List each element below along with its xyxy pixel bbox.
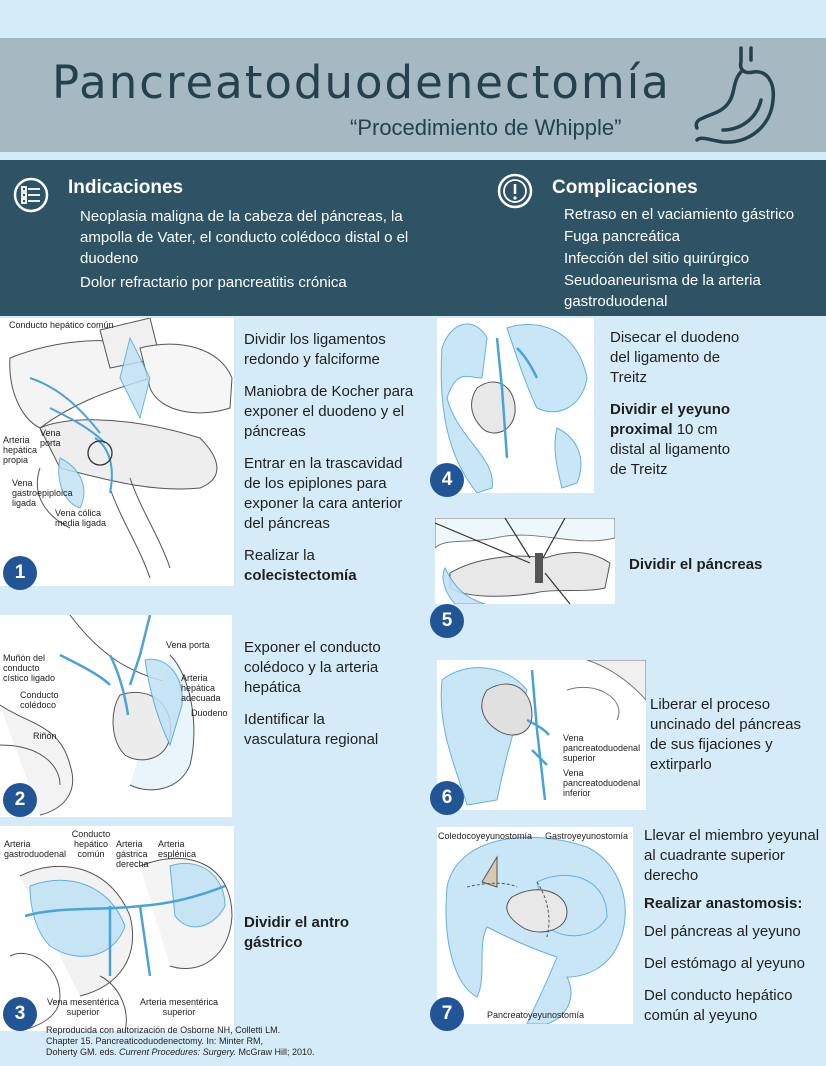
anatomy-drawing-3	[9, 857, 233, 1032]
label-arteria-hepatica: Arteria hepática propia	[3, 435, 38, 465]
step-1-line: Dividir los ligamentos redondo y falcifo…	[244, 331, 386, 368]
credit-line: Reproducida con autorización de Osborne …	[46, 1025, 281, 1035]
complication-item: Infección del sitio quirúrgico	[564, 250, 750, 267]
header-divider	[0, 152, 826, 156]
step-1-text: Dividir los ligamentos redondo y falcifo…	[244, 330, 419, 586]
credit-line: Chapter 15. Pancreaticoduodenectomy. In:…	[46, 1036, 263, 1046]
step-2-text: Exponer el conducto colédoco y la arteri…	[244, 638, 404, 762]
anatomy-drawing-2	[0, 614, 195, 816]
anatomy-drawing-6	[440, 659, 647, 806]
label-coledocoyeyunostomia: Coledocoyeyunostomía	[438, 831, 533, 841]
page-title: Pancreatoduodenectomía	[52, 56, 671, 109]
step-1-bold: colecistectomía	[244, 567, 357, 584]
complication-item: Retraso en el vaciamiento gástrico	[564, 206, 795, 223]
header-banner	[0, 38, 826, 152]
indication-item: Neoplasia maligna de la cabeza del páncr…	[80, 208, 409, 267]
step-6-illustration	[437, 659, 647, 810]
step-6-badge: 6	[430, 781, 464, 815]
label-arteria-mesenterica: Arteria mesentérica superior	[139, 997, 219, 1017]
step-7-badge: 7	[430, 997, 464, 1031]
step-7-bold: Realizar anastomosis:	[644, 895, 803, 912]
step-4-line: Disecar el duodeno del ligamento de Trei…	[610, 329, 740, 386]
complication-item: Seudoaneurisma de la arteria gastroduode…	[564, 272, 761, 310]
label-arteria-gastroduodenal: Arteria gastroduodenal	[4, 839, 67, 859]
step-3-bold: Dividir el antro gástrico	[244, 914, 350, 951]
label-vena-mesenterica: Vena mesentérica superior	[46, 997, 120, 1017]
indications-title: Indicaciones	[68, 177, 184, 198]
step-1-badge: 1	[3, 556, 37, 590]
step-4-illustration	[437, 318, 594, 494]
label-conducto-hepatico-3: Conducto hepático común	[71, 829, 111, 859]
label-pancreatoyeyunostomia: Pancreatoyeyunostomía	[487, 1010, 585, 1020]
label-vena-porta-2: Vena porta	[166, 640, 210, 650]
step-2-line: Exponer el conducto colédoco y la arteri…	[244, 639, 381, 696]
step-3-illustration	[0, 826, 234, 1032]
step-7-illustration	[437, 827, 633, 1025]
stomach-icon	[694, 46, 776, 144]
step-4-line: 10 cm distal al ligamento de Treitz	[610, 421, 731, 478]
label-conducto-coledoco: Conducto colédoco	[20, 690, 59, 710]
step-1-line: Entrar en la trascavidad de los epiplone…	[244, 455, 403, 532]
label-vena-colica: Vena cólica media ligada	[55, 508, 107, 528]
step-1-line: Realizar la	[244, 547, 315, 564]
label-vena-pancreatoduodenal-superior: Vena pancreatoduodenal superior	[563, 733, 641, 763]
step-7-item: Del páncreas al yeyuno	[644, 923, 801, 940]
step-4-text: Disecar el duodeno del ligamento de Trei…	[610, 328, 750, 480]
credit-line: McGraw Hill; 2010.	[238, 1047, 315, 1057]
label-arteria-gastrica: Arteria gástrica derecha	[116, 839, 149, 869]
step-7-item: Del estómago al yeyuno	[644, 955, 805, 972]
step-1-illustration	[0, 317, 234, 586]
anatomy-drawing-7	[445, 836, 626, 1025]
label-arteria-esplenica: Arteria esplénica	[158, 839, 197, 859]
label-gastroyeyunostomia: Gastroyeyunostomía	[545, 831, 629, 841]
label-vena-pancreatoduodenal-inferior: Vena pancreatoduodenal inferior	[563, 768, 641, 798]
step-5-bold: Dividir el páncreas	[629, 556, 763, 573]
label-munon-cistico: Muñón del conducto cístico ligado	[3, 653, 56, 683]
credit-text: Reproducida con autorización de Osborne …	[46, 1025, 346, 1058]
step-1-line: Maniobra de Kocher para exponer el duode…	[244, 383, 414, 440]
indication-item: Dolor refractario por pancreatitis cróni…	[80, 274, 347, 291]
anatomy-drawing-4	[440, 323, 588, 494]
anatomy-drawing-5	[434, 517, 616, 605]
credit-line: Doherty GM. eds.	[46, 1047, 117, 1057]
credit-italic: Current Procedures: Surgery.	[119, 1047, 236, 1057]
label-duodeno: Duodeno	[191, 708, 228, 718]
step-7-text: Llevar el miembro yeyunal al cuadrante s…	[644, 826, 824, 1026]
label-conducto-hepatico: Conducto hepático común	[9, 320, 114, 330]
step-4-badge: 4	[430, 463, 464, 497]
step-2-line: Identificar la vasculatura regional	[244, 711, 379, 748]
top-strip	[0, 0, 826, 38]
complications-title: Complicaciones	[552, 177, 698, 198]
step-3-badge: 3	[3, 997, 37, 1031]
label-rinon: Riñón	[33, 731, 57, 741]
complication-item: Fuga pancreática	[564, 228, 680, 245]
step-6-text: Liberar el proceso uncinado del páncreas…	[650, 696, 801, 773]
indications-list: Neoplasia maligna de la cabeza del páncr…	[68, 206, 428, 293]
step-7-item: Del conducto hepático común al yeyuno	[644, 987, 793, 1024]
step-5-badge: 5	[430, 604, 464, 638]
page-subtitle: “Procedimiento de Whipple”	[350, 115, 622, 140]
label-vena-porta: Vena porta	[40, 428, 61, 448]
step-2-badge: 2	[3, 783, 37, 817]
step-5-illustration	[434, 517, 616, 605]
warning-icon	[497, 173, 533, 209]
step-7-line: Llevar el miembro yeyunal al cuadrante s…	[644, 827, 820, 884]
complications-list: Retraso en el vaciamiento gástrico Fuga …	[552, 204, 817, 312]
info-band	[0, 160, 826, 316]
checklist-icon	[13, 177, 49, 213]
label-arteria-hepatica-2: Arteria hepática adecuada	[181, 673, 221, 703]
anatomy-drawing-1	[9, 317, 233, 579]
label-vena-gastroepiploica: Vena gastroepiploica ligada	[12, 478, 73, 508]
step-2-illustration	[0, 614, 232, 817]
step-4-bold: Dividir el yeyuno proximal	[610, 401, 731, 438]
